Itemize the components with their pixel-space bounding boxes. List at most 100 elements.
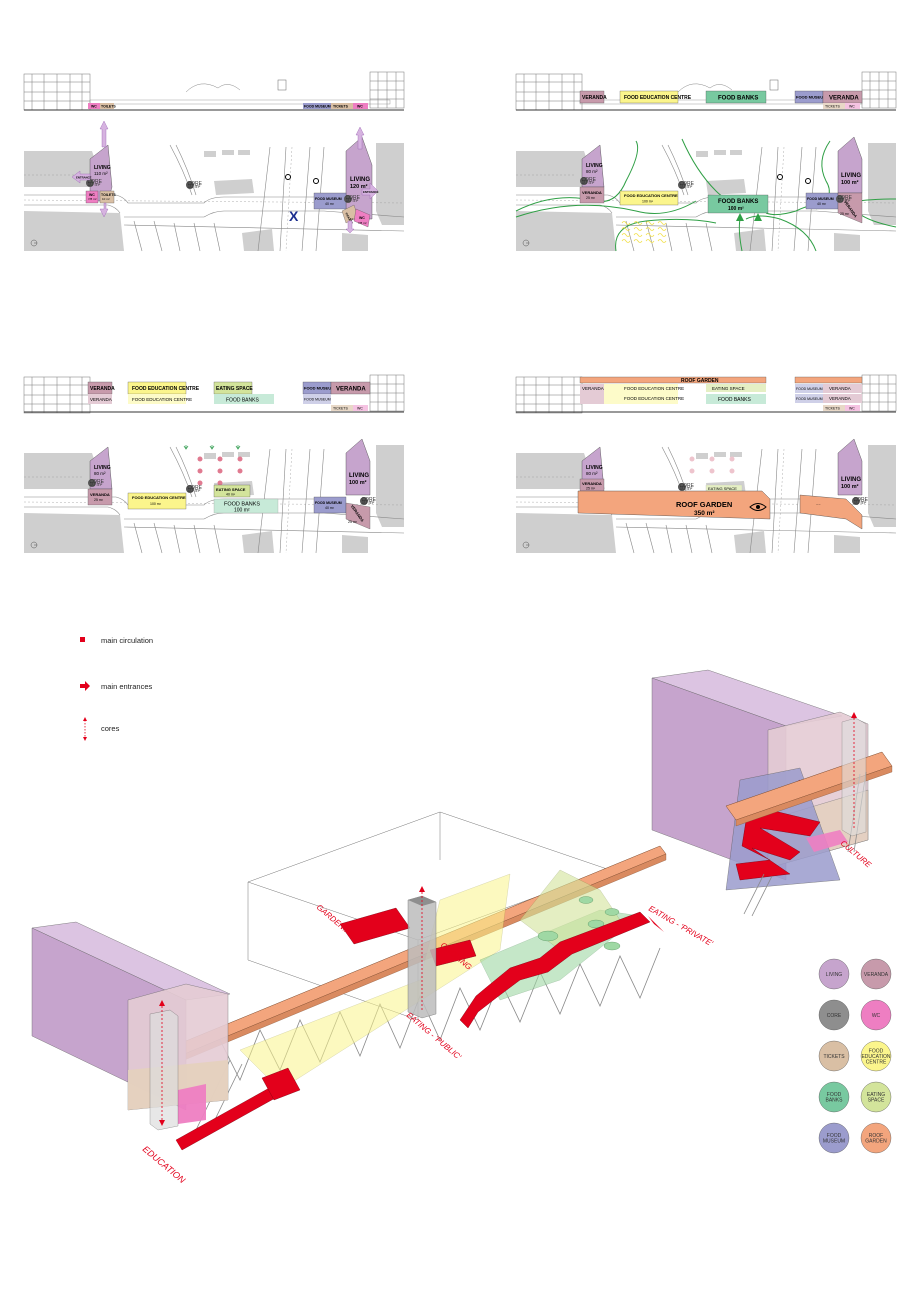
swatch-circle-eating-space [860, 1081, 892, 1113]
swatch-circle-food-museum [818, 1122, 850, 1154]
p3-living-left-area: 80 m² [94, 471, 106, 476]
p4-core-right-area: 10 m² [854, 500, 867, 506]
wc-right-area: 7/8 m² [358, 221, 367, 225]
p4-veranda-right: VERANDA [816, 503, 821, 506]
p3-fec: FOOD EDUCATION CENTRE [132, 495, 186, 500]
p3-eating-area: 40 m² [226, 493, 236, 497]
swatch-label-roof-garden: GARDEN [865, 1139, 887, 1145]
swatch-label-food-museum: FOOD [827, 1133, 842, 1139]
swatch-label-veranda: VERANDA [864, 972, 889, 978]
yellow-volume [239, 873, 511, 1091]
living-right-label: LIVING [350, 177, 370, 183]
swatch-circle-living [818, 958, 850, 990]
flower-grid [197, 456, 243, 486]
p4-roof-garden: ROOF GARDEN [676, 500, 732, 509]
p3-living-right-area: 100 m² [349, 479, 367, 486]
p2-food-banks-area: 100 m² [728, 206, 744, 212]
panel-4: ROOF GARDEN VERANDA FOOD EDUCATION CENTR… [515, 374, 897, 554]
swatch-label-food-education-centre: EDUCATION [861, 1054, 890, 1060]
eye-icon [749, 503, 767, 511]
blue-x-mark: X [289, 208, 299, 224]
p4-veranda-left: VERANDA [582, 481, 602, 486]
swatch-label-food-banks: BANKS [826, 1098, 844, 1104]
p2-elev-wc: WC [849, 105, 855, 109]
panel-4-plan: LIVING 80 m² VERANDA 25 m² EATING SPACE … [515, 438, 897, 554]
swatch-label-roof-garden: ROOF [869, 1133, 883, 1139]
p4-elev-food-museum: FOOD MUSEUM [796, 387, 823, 391]
p4-core-mid: CORE [680, 483, 695, 489]
p4-living-left: LIVING [586, 465, 603, 471]
p3-fec-area: 100 m² [150, 502, 162, 506]
p4-living-right-area: 100 m² [841, 483, 859, 490]
swatch-label-food-education-centre: FOOD [869, 1048, 884, 1054]
p2-core-left: CORE [582, 177, 597, 183]
core-mid-label: CORE [188, 181, 203, 187]
left-building [31, 921, 231, 1131]
sprout-grid [183, 445, 241, 450]
swatch-label-food-education-centre: CENTRE [866, 1059, 887, 1065]
panel-1-plan: LIVING 110 m² WC 7/8 m² TOILETS 10 m² CO… [23, 120, 405, 252]
p4-veranda-left-area: 25 m² [586, 487, 596, 491]
core-right-area: 10 m² [346, 198, 359, 204]
p2-food-banks: FOOD BANKS [718, 199, 758, 205]
p2-elev-tickets: TICKETS [825, 105, 840, 109]
swatch-label-wc: WC [872, 1013, 881, 1019]
p4-roof-garden-area: 350 m² [694, 510, 715, 517]
entrance-arrow-axo-right [648, 916, 664, 932]
middle-core [407, 886, 437, 1019]
circulation-legend: main circulation main entrances cores [80, 636, 153, 741]
swatch-label-eating-space: SPACE [868, 1098, 885, 1104]
axonometric-diagram: EDUCATION GARDENING COOKING EATING - 'PU… [31, 669, 893, 1186]
p2-elev-veranda: VERANDA [582, 95, 607, 101]
elev-toilets: TOILETS [101, 105, 116, 109]
p4-elev-veranda-right: VERANDA [829, 386, 851, 391]
p2-veranda-left-area: 25 m² [586, 196, 596, 200]
living-right-area: 120 m² [350, 183, 368, 190]
core-mid-area: 10 m² [188, 184, 201, 190]
swatch-circle-roof-garden [860, 1122, 892, 1154]
p3-food-museum: FOOD MUSEUM [315, 501, 342, 505]
p2-core-right-area: 10 m² [838, 198, 851, 204]
entry-left-label: ENTRANCE [76, 176, 92, 180]
wc-left-label: WC [89, 193, 95, 197]
p3-core-right-area: 10 m² [362, 500, 375, 506]
swatch-circle-veranda [860, 958, 892, 990]
yellow-field [621, 221, 667, 243]
p2-veranda-left: VERANDA [582, 190, 602, 195]
p4-living-left-area: 80 m² [586, 471, 598, 476]
core-arrow-icon [83, 717, 87, 741]
green-paths [515, 138, 897, 252]
toilets-label: TOILETS [101, 193, 116, 197]
swatch-circle-wc [860, 999, 892, 1031]
p3-core-mid: CORE [188, 485, 203, 491]
legend-circulation: main circulation [101, 636, 153, 645]
p4-core-mid-area: 10 m² [680, 486, 693, 492]
p3-core-left-area: 10 m² [90, 482, 103, 488]
p4-elev-fec: FOOD EDUCATION CENTRE [624, 386, 684, 391]
p4-elev-tickets: TICKETS [825, 407, 840, 411]
p3-food-museum-area: 40 m² [325, 506, 335, 510]
p4-living-right: LIVING [841, 477, 861, 483]
p3-elev-eating: EATING SPACE [216, 386, 253, 392]
panel-3-plan: LIVING 80 m² CORE 10 m² VERANDA 25 m² FO… [23, 438, 405, 554]
p2-elev-veranda-right: VERANDA [829, 96, 859, 102]
p3-elev-veranda-right: VERANDA [336, 387, 366, 393]
swatch-wc: WC [860, 999, 892, 1031]
p2-elev-food-banks: FOOD BANKS [718, 96, 758, 102]
p2-core-right: CORE [838, 195, 853, 201]
label-education: EDUCATION [141, 1144, 188, 1186]
p3-veranda-left-area: 25 m² [94, 498, 104, 502]
core-left-label: CORE [88, 179, 103, 185]
p4-elev-wc: WC [849, 407, 855, 411]
p2-core-mid: CORE [680, 181, 695, 187]
legend-cores: cores [101, 724, 120, 733]
p4-core-right: CORE [854, 497, 869, 503]
swatch-label-food-banks: FOOD [827, 1092, 842, 1098]
core-right-label: CORE [346, 195, 361, 201]
panel-1: WC TOILETS FOOD MUSEUM TICKETS WC LIVING… [23, 71, 405, 252]
panel-4-elevation: ROOF GARDEN VERANDA FOOD EDUCATION CENTR… [515, 374, 897, 414]
panel-3-elevation: VERANDA VERANDA FOOD EDUCATION CENTRE FO… [23, 374, 405, 414]
panel-1-elevation: WC TOILETS FOOD MUSEUM TICKETS WC [23, 71, 405, 111]
